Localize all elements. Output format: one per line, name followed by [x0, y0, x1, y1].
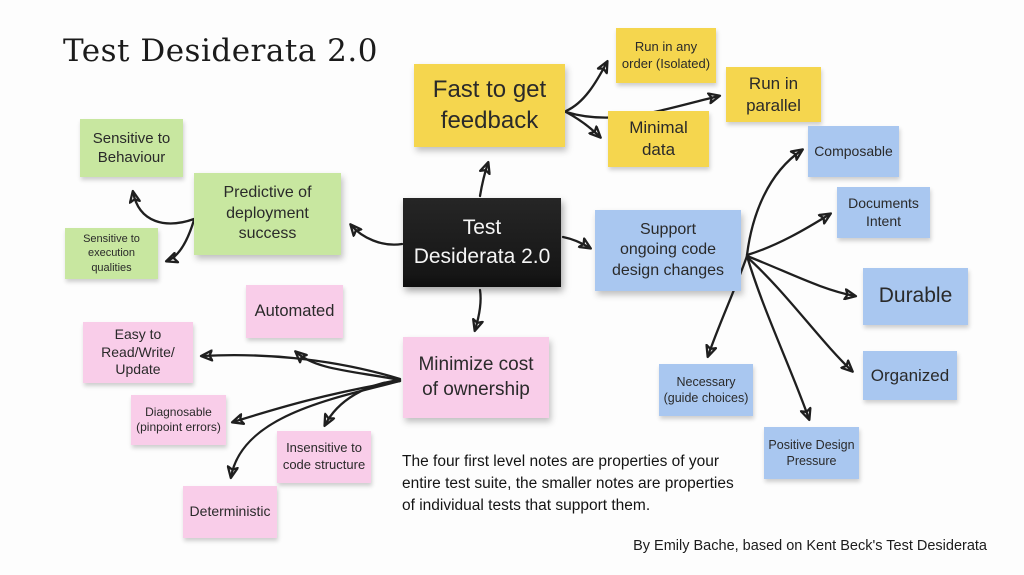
arrow-support-to-documents-intent [745, 214, 830, 257]
note-run-in-any-order[interactable]: Run in any order (Isolated) [616, 28, 716, 83]
arrow-predictive-to-sensitive-behaviour [133, 192, 196, 225]
note-label: Insensitive to code structure [282, 440, 366, 472]
page-title: Test Desiderata 2.0 [63, 33, 378, 69]
note-run-in-parallel[interactable]: Run in parallel [726, 67, 821, 122]
note-label: Deterministic [189, 503, 271, 520]
note-label: Sensitive to Behaviour [92, 129, 171, 166]
note-label: Run in any order (Isolated) [621, 38, 711, 71]
note-label: Documents Intent [848, 194, 919, 229]
note-organized[interactable]: Organized [863, 351, 957, 400]
note-label: Fast to get feedback [432, 75, 547, 134]
arrow-support-to-positive-pressure [745, 254, 809, 419]
note-label: Necessary (guide choices) [663, 375, 749, 405]
note-deterministic[interactable]: Deterministic [183, 486, 277, 538]
note-label: Support ongoing code design changes [611, 220, 725, 279]
note-minimal-data[interactable]: Minimal data [608, 111, 709, 167]
note-label: Sensitive to execution qualities [83, 233, 140, 274]
note-durable[interactable]: Durable [863, 268, 968, 325]
note-documents-intent[interactable]: Documents Intent [837, 187, 930, 238]
note-sensitive-to-behaviour[interactable]: Sensitive to Behaviour [80, 119, 183, 177]
note-label: Minimal data [629, 118, 688, 159]
arrow-support-to-organized [745, 255, 852, 371]
arrow-support-to-composable [745, 150, 802, 257]
note-label: Run in parallel [746, 73, 801, 115]
note-label: Easy to Read/Write/ Update [101, 325, 175, 378]
arrow-minimize-to-diagnosable [233, 379, 402, 422]
note-label: Positive Design Pressure [768, 438, 855, 468]
note-label: Predictive of deployment success [223, 184, 312, 243]
arrow-predictive-to-sensitive-execution [167, 218, 196, 261]
note-label: Automated [254, 301, 335, 320]
arrow-fast-to-run-any-order [564, 62, 607, 113]
arrow-center-to-minimize-cost [475, 288, 481, 330]
arrow-minimize-to-easy-read-write [202, 355, 402, 381]
note-easy-to-read-write-update[interactable]: Easy to Read/Write/ Update [83, 322, 193, 383]
note-label: Durable [878, 284, 953, 308]
note-label: Organized [870, 365, 950, 385]
note-insensitive-to-code-structure[interactable]: Insensitive to code structure [277, 431, 371, 483]
arrow-support-to-durable [745, 254, 855, 296]
note-fast-to-get-feedback[interactable]: Fast to get feedback [414, 64, 565, 147]
arrow-minimize-to-insensitive-structure [325, 378, 402, 425]
attribution-text: By Emily Bache, based on Kent Beck's Tes… [633, 538, 987, 554]
note-automated[interactable]: Automated [246, 285, 343, 338]
note-label: Diagnosable (pinpoint errors) [136, 404, 221, 434]
note-composable[interactable]: Composable [808, 126, 899, 177]
explanation-caption: The four first level notes are propertie… [402, 453, 734, 514]
arrow-center-to-fast-feedback [478, 163, 488, 198]
note-necessary-guide-choices[interactable]: Necessary (guide choices) [659, 364, 753, 416]
note-support-ongoing-code-design-changes[interactable]: Support ongoing code design changes [595, 210, 741, 291]
note-predictive-of-deployment-success[interactable]: Predictive of deployment success [194, 173, 341, 255]
note-label: Minimize cost of ownership [418, 354, 534, 400]
note-label: Composable [814, 142, 893, 159]
note-sensitive-to-execution-qualities[interactable]: Sensitive to execution qualities [65, 228, 158, 279]
arrow-center-to-support-changes [561, 235, 590, 248]
note-minimize-cost-of-ownership[interactable]: Minimize cost of ownership [403, 337, 549, 418]
arrow-fast-to-minimal-data [564, 110, 600, 137]
note-diagnosable-pinpoint-errors[interactable]: Diagnosable (pinpoint errors) [131, 395, 226, 445]
arrow-minimize-to-automated [296, 352, 402, 382]
arrow-center-to-predictive [351, 225, 404, 246]
center-node-test-desiderata[interactable]: Test Desiderata 2.0 [403, 198, 561, 287]
note-positive-design-pressure[interactable]: Positive Design Pressure [764, 427, 859, 479]
